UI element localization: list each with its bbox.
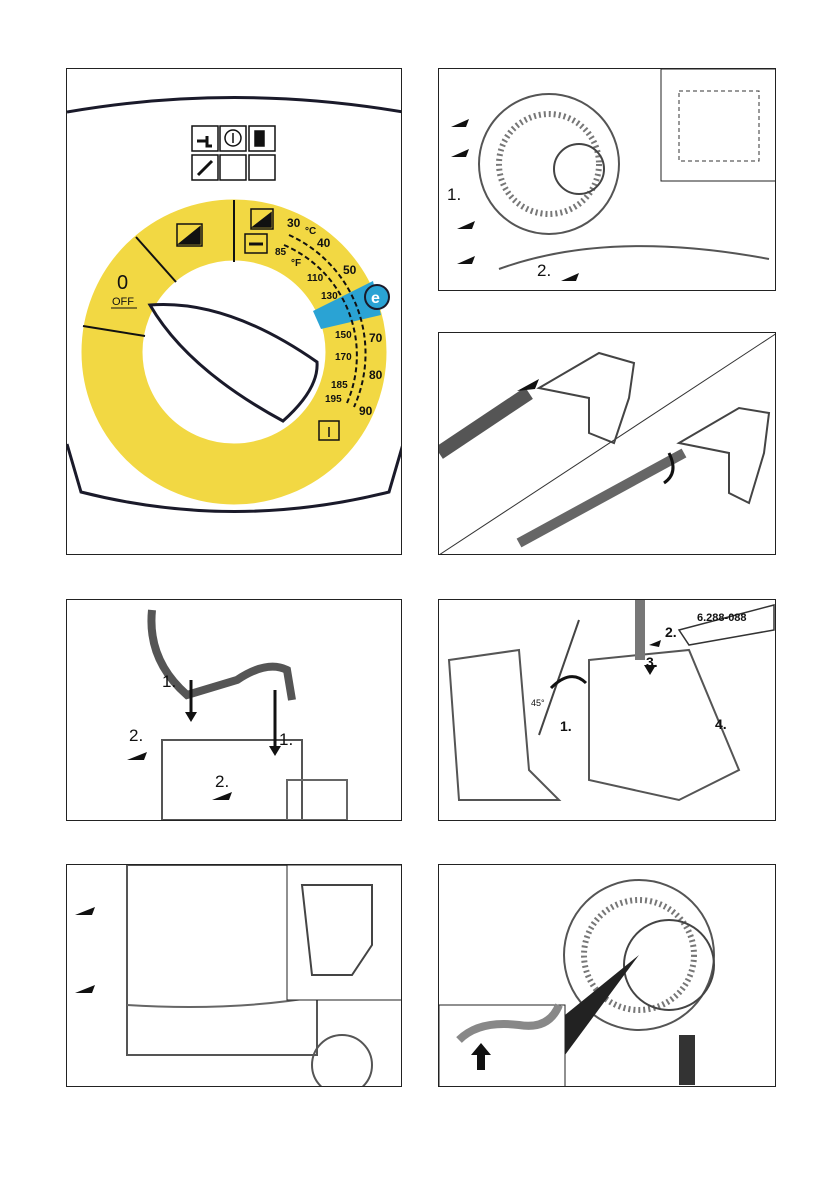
step-2-label: 2.	[129, 726, 144, 745]
celsius-tick: 70	[369, 331, 383, 345]
step-2-label: 2.	[215, 772, 230, 791]
step-4-label: 4.	[715, 716, 727, 732]
spray-icon	[176, 223, 203, 247]
off-label: OFF	[112, 296, 134, 308]
angle-label: 45°	[531, 698, 545, 708]
step-1-label: 1.	[560, 718, 572, 734]
hose-reel-mount-figure: 1. 2.	[438, 68, 776, 291]
spray-gun-connection-figure	[438, 332, 776, 555]
celsius-tick: 50	[343, 263, 357, 277]
thermometer-icon	[318, 420, 340, 441]
fahrenheit-tick: 195	[325, 394, 342, 405]
step-1-label: 1.	[279, 730, 294, 749]
fahrenheit-tick: 85	[275, 247, 287, 258]
reel-illustration	[451, 69, 775, 281]
selector-knob	[147, 302, 319, 423]
eco-badge	[364, 284, 390, 310]
temp-scale-celsius	[288, 234, 367, 408]
temp-scale-fahrenheit	[283, 244, 358, 404]
spray-gun-illustration	[439, 333, 775, 554]
step-2-label: 2.	[665, 624, 677, 640]
celsius-tick: 40	[317, 236, 331, 250]
status-icon-grid	[191, 125, 276, 181]
fahrenheit-tick: 130	[321, 291, 338, 302]
fahrenheit-unit: °F	[291, 258, 301, 269]
celsius-tick: 30	[287, 216, 301, 230]
fahrenheit-tick: 185	[331, 380, 348, 391]
fahrenheit-tick: 110	[307, 273, 324, 284]
control-dial-figure: e 0 OFF °C °F 30 40 50 70 80 90 85 110 1…	[66, 68, 402, 555]
tube-part-number: 6.288-088	[697, 612, 747, 624]
storage-mount-figure	[66, 864, 402, 1087]
reel-nozzle-illustration	[439, 879, 715, 1086]
gun-servicing-illustration	[447, 600, 775, 802]
celsius-tick: 90	[359, 404, 373, 418]
step-2-label: 2.	[537, 261, 552, 280]
dial-svg: e 0 OFF °C °F 30 40 50 70 80 90 85 110 1…	[67, 96, 401, 513]
celsius-unit: °C	[305, 226, 316, 237]
hose-reel-nozzle-figure	[438, 864, 776, 1087]
off-value: 0	[117, 272, 128, 294]
step-3-label: 3.	[646, 654, 658, 670]
eco-zone	[313, 281, 381, 329]
handle-assembly-figure: 1. 1. 2. 2.	[66, 599, 402, 821]
step-1-label: 1.	[162, 672, 177, 691]
celsius-tick: 80	[369, 368, 383, 382]
handle-illustration	[127, 609, 348, 820]
eco-badge-label: e	[371, 290, 380, 307]
step-1-label: 1.	[447, 185, 462, 204]
fahrenheit-tick: 170	[335, 352, 352, 363]
gun-servicing-figure: 6.288-088 2. 3. 1. 4. 45°	[438, 599, 776, 821]
hot-spray-icon	[244, 208, 274, 254]
panel-casing	[67, 96, 401, 513]
fahrenheit-tick: 150	[335, 330, 352, 341]
storage-illustration	[75, 865, 401, 1086]
